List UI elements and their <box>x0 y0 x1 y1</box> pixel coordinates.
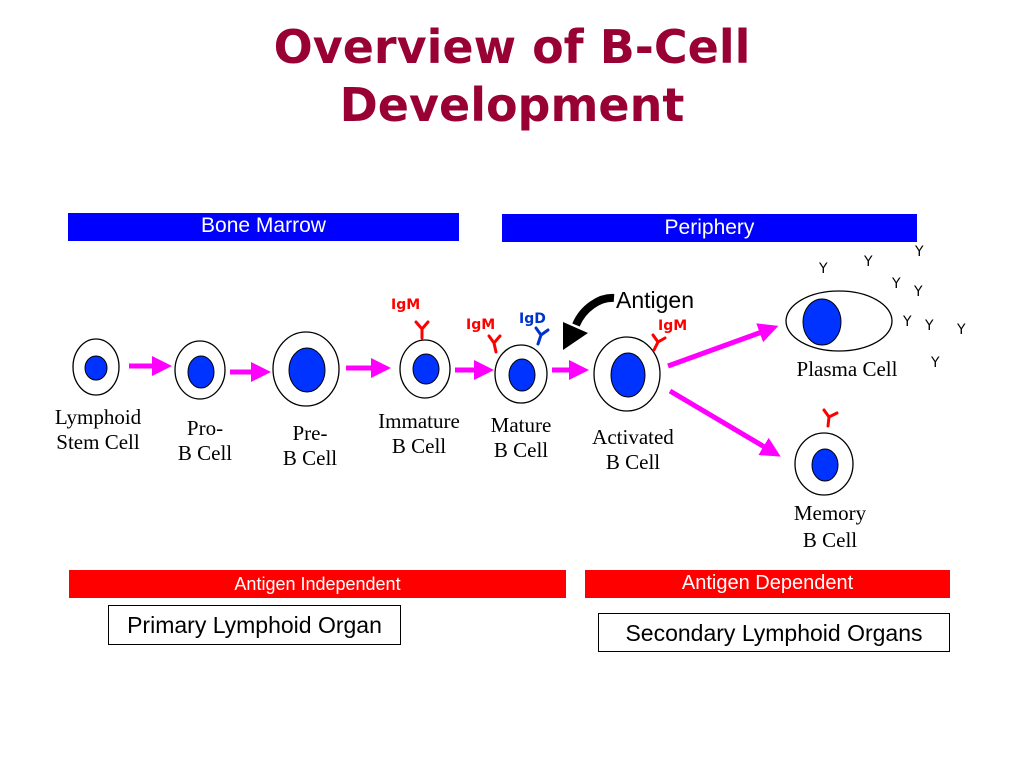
title-line-2: Development <box>339 78 685 132</box>
secreted-antibody: Y <box>915 244 924 260</box>
label-plasma-cell: Plasma Cell <box>796 357 898 381</box>
label-pro-b-cell: Pro-B Cell <box>177 416 233 465</box>
igm-receptor-mature <box>487 334 502 354</box>
title-line-1: Overview of B-Cell <box>273 20 751 74</box>
page-title: Overview of B-Cell Development <box>0 18 1024 134</box>
antigen-dependent-band: Antigen Dependent <box>585 570 950 598</box>
memory-b-cell <box>794 432 854 496</box>
secreted-antibody: Y <box>931 355 940 371</box>
igm-label-mature: IgM <box>466 317 496 333</box>
memory-b-cell-nucleus <box>811 448 839 482</box>
immature-b-cell <box>399 339 451 399</box>
pre-b-cell <box>272 331 340 407</box>
pre-b-cell-nucleus <box>288 347 326 393</box>
label-pre-b-cell: Pre-B Cell <box>282 421 338 470</box>
secreted-antibody: Y <box>903 314 912 330</box>
lymphoid-stem-cell <box>72 338 120 396</box>
mature-b-cell-nucleus <box>508 358 536 392</box>
secreted-antibody: Y <box>925 318 934 334</box>
plasma-cell <box>785 290 893 352</box>
igm-receptor-memory <box>822 408 839 428</box>
antigen-label: Antigen <box>616 287 695 313</box>
immature-b-cell-nucleus <box>412 353 440 385</box>
pro-b-cell <box>174 340 226 400</box>
secreted-antibody: Y <box>957 322 966 338</box>
mature-b-cell <box>494 344 548 404</box>
activated-b-cell <box>593 336 661 412</box>
stem-cell-nucleus <box>84 355 108 381</box>
secreted-antibody: Y <box>819 261 828 277</box>
bone-marrow-band: Bone Marrow <box>68 213 459 241</box>
activated-b-cell-nucleus <box>610 352 646 398</box>
secondary-lymphoid-organs-box: Secondary Lymphoid Organs <box>598 613 950 652</box>
igm-receptor-immature <box>414 320 430 340</box>
secreted-antibody: Y <box>914 284 923 300</box>
igm-label-immature: IgM <box>391 297 421 313</box>
pro-b-cell-nucleus <box>187 355 215 389</box>
igm-receptor-activated <box>651 333 667 352</box>
antigen-independent-band: Antigen Independent <box>69 570 566 598</box>
igd-receptor-mature <box>534 326 550 346</box>
igm-label-activated: IgM <box>658 318 688 334</box>
arrow-activated-to-memory <box>668 388 781 457</box>
primary-lymphoid-organ-box: Primary Lymphoid Organ <box>108 605 401 645</box>
plasma-cell-nucleus <box>802 298 842 346</box>
antigen-arrow-head <box>563 322 588 350</box>
periphery-band: Periphery <box>502 214 917 242</box>
arrow-activated-to-plasma <box>667 323 779 369</box>
secreted-antibody: Y <box>864 254 873 270</box>
antigen-arrow <box>572 293 615 327</box>
igd-label-mature: IgD <box>519 311 546 327</box>
secreted-antibody: Y <box>892 276 901 292</box>
